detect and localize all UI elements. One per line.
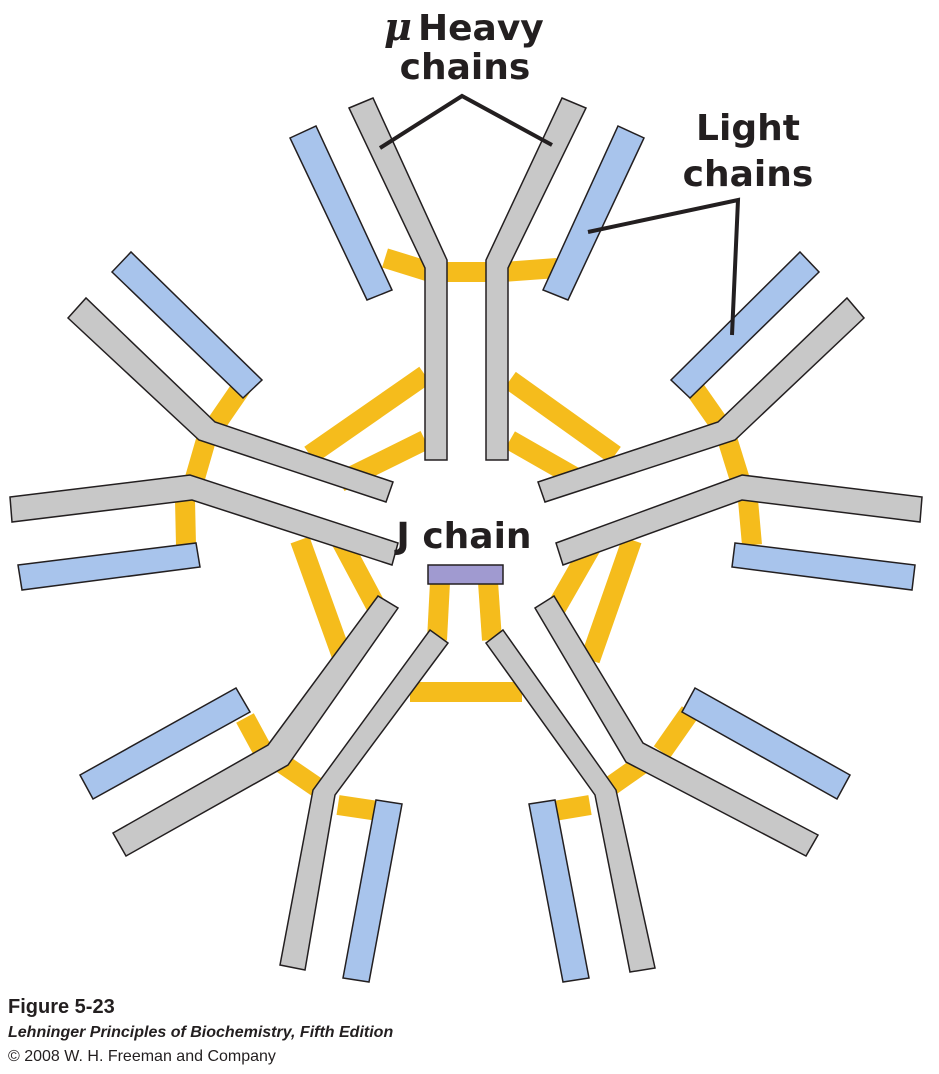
light-chain [288, 125, 394, 301]
heavy-chain [279, 628, 450, 971]
j-chain-label: J chain [393, 516, 531, 557]
figure-number: Figure 5-23 [8, 996, 115, 1018]
disulfide-j-left [427, 581, 450, 641]
light-chain [528, 799, 590, 983]
light-chain [731, 542, 916, 591]
disulfide-ring-left-outer [290, 536, 355, 669]
disulfide-top-left-light [382, 248, 433, 282]
heavy-chains [9, 97, 923, 973]
heavy-chain [485, 97, 588, 461]
figure-copyright: © 2008 W. H. Freeman and Company [8, 1048, 276, 1065]
pointer-lines [378, 93, 741, 336]
disulfide-ring-top-left-outer [304, 366, 431, 464]
heavy-chain [537, 296, 866, 503]
disulfide-j-right [478, 581, 502, 641]
light-chain [669, 250, 821, 400]
mu-symbol: μ [384, 4, 412, 49]
light-chains-label-line1: Light [696, 108, 800, 149]
light-chains-label-line2: chains [683, 154, 814, 195]
heavy-chains-label-line1: Heavy [418, 8, 544, 49]
disulfide-lr-light [653, 706, 699, 758]
heavy-chain [555, 474, 923, 566]
disulfide-ring-right-outer [580, 536, 642, 664]
figure-source-book: Lehninger Principles of Biochemistry, Fi… [8, 1024, 394, 1041]
heavy-chain-pointer [378, 93, 553, 150]
light-chain-pointer [587, 197, 741, 336]
heavy-chain [533, 594, 820, 857]
heavy-chain [484, 628, 656, 973]
light-chain [541, 125, 645, 301]
heavy-chains-label-line2: chains [400, 47, 531, 88]
light-chain [342, 799, 403, 983]
light-chain [78, 686, 252, 801]
heavy-chain [9, 474, 399, 566]
heavy-chain [347, 97, 448, 461]
heavy-chain [66, 296, 394, 503]
disulfide-ur-light-2 [738, 499, 762, 546]
light-chain [110, 250, 264, 400]
light-chain [17, 542, 201, 591]
disulfide-ul-light-2 [175, 499, 196, 546]
disulfide-bonds [175, 248, 762, 822]
disulfide-ring-top-right-outer [504, 371, 621, 464]
j-chain [427, 564, 504, 585]
disulfide-top-right-light [502, 258, 558, 282]
heavy-chain [111, 595, 400, 858]
light-chains [17, 125, 916, 983]
light-chain [680, 686, 852, 801]
